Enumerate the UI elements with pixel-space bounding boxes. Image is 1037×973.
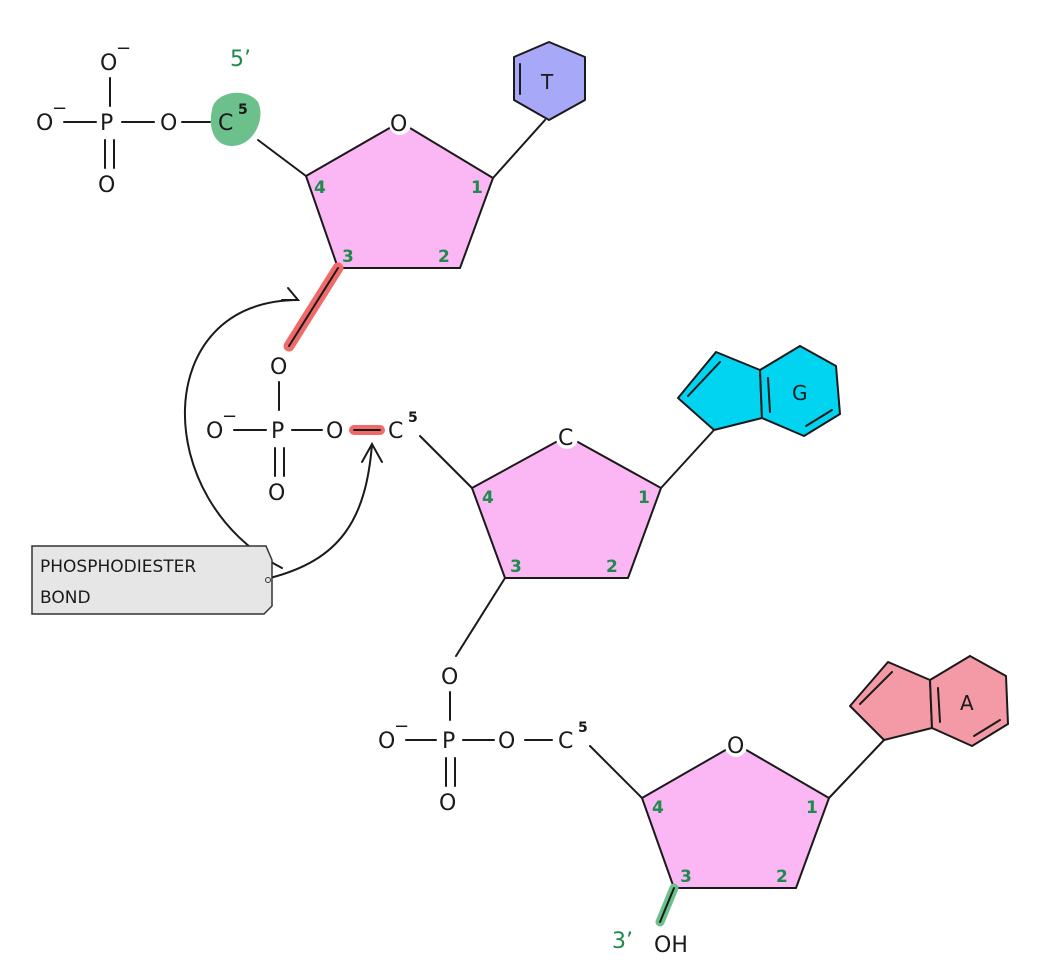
nucleotide-1-c5-c4-bond — [257, 139, 307, 177]
phosphate-3-o-left-charge: − — [394, 716, 409, 737]
sugar-ring-2 — [471, 435, 662, 579]
base-a-label: A — [960, 691, 974, 715]
phosphodiester-callout: PHOSPHODIESTER BOND — [31, 287, 383, 615]
nucleotide-1-carbon-1: 1 — [471, 178, 483, 198]
ring-2-oxygen: C — [558, 426, 573, 451]
nucleotide-2-c5-sup: 5 — [408, 410, 418, 426]
nucleotide-1-c3-o-bond — [288, 267, 339, 347]
phosphate-2-o-right: O — [326, 419, 343, 444]
nucleotide-2-carbon-4: 4 — [482, 488, 494, 508]
phosphate-2-o-left: O — [206, 419, 223, 444]
nucleotide-3-carbon-1: 1 — [806, 798, 818, 818]
phosphate-2-o-top: O — [270, 355, 287, 380]
callout-anchor-dot — [265, 577, 271, 583]
sugar-ring-3 — [641, 743, 830, 889]
nucleotide-2-c3-o-bond — [455, 577, 506, 657]
callout-arrow-to-bond-2 — [269, 443, 373, 579]
ring-oxygen-gap-3 — [725, 735, 747, 757]
nucleotide-1-carbon-4: 4 — [314, 178, 326, 198]
callout-arrowhead-1 — [281, 287, 301, 301]
phosphate-2-o-bottom: O — [268, 481, 285, 506]
sugar-ring-1 — [305, 121, 494, 269]
nucleotide-3-c5-sup: 5 — [578, 720, 588, 736]
callout-text-line2: BOND — [40, 588, 91, 608]
callout-arrow-to-bond-1 — [183, 299, 299, 569]
nucleotide-3-carbon-3: 3 — [680, 867, 692, 887]
phosphate-2-p: P — [271, 419, 284, 444]
nucleotide-1-carbon-3: 3 — [342, 247, 354, 267]
phosphate-group-1: O − O − P O O — [36, 38, 211, 198]
base-t-ring — [513, 41, 586, 121]
phosphate-group-3: O O − P O O — [378, 665, 553, 816]
nucleotide-1-glycosidic-bond — [492, 119, 546, 179]
phosphate-3-o-right: O — [498, 729, 515, 754]
ring-3-oxygen: O — [727, 734, 744, 759]
three-prime-oh: OH — [654, 933, 688, 958]
base-a-double-bond-b — [937, 687, 941, 723]
nucleotide-1-c5: C — [218, 111, 233, 136]
nucleotide-3-c5: C — [558, 729, 573, 754]
phosphate-1-o-top-charge: − — [116, 38, 131, 59]
base-a-six-ring — [929, 655, 1009, 747]
ring-1-oxygen: O — [390, 112, 407, 137]
nucleotide-1-carbon-2: 2 — [438, 247, 450, 267]
phosphate-3-o-left: O — [378, 729, 395, 754]
base-g-double-bond-c — [805, 409, 833, 427]
phosphate-1-o-bottom: O — [98, 173, 115, 198]
base-a-five-ring — [849, 661, 933, 741]
five-prime-carbon-highlight — [210, 92, 261, 146]
callout-text-line1: PHOSPHODIESTER — [40, 557, 196, 577]
callout-box — [31, 545, 273, 615]
nucleotide-3-carbon-4: 4 — [652, 798, 664, 818]
nucleotide-3: O O − P O O C 5 O 4 1 3 2 A — [378, 655, 1009, 958]
nucleotide-3-c5-c4-bond — [589, 745, 643, 799]
nucleotide-3-glycosidic-bond — [828, 739, 885, 799]
nucleotide-2: O O − P O O C 5 C 4 1 3 2 G — [206, 345, 841, 657]
nucleotide-3-c3-oh-bond — [659, 887, 675, 923]
ring-oxygen-gap-2 — [556, 427, 578, 449]
nucleotide-2-c5-c4-bond — [419, 435, 473, 489]
base-g-double-bond-b — [767, 377, 771, 413]
three-prime-label: 3’ — [612, 929, 633, 954]
base-g-five-ring — [677, 351, 763, 431]
phosphate-1-o-right: O — [160, 111, 177, 136]
nucleotide-3-carbon-2: 2 — [776, 867, 788, 887]
five-prime-label: 5’ — [230, 47, 251, 72]
base-a-double-bond-c — [973, 719, 1001, 737]
nucleotide-2-carbon-1: 1 — [638, 488, 650, 508]
ring-oxygen-gap-1 — [389, 113, 411, 135]
nucleotide-2-glycosidic-bond — [660, 429, 715, 489]
phosphate-2-o-left-charge: − — [222, 406, 237, 427]
base-g-six-ring — [759, 345, 841, 437]
base-a-double-bond-a — [859, 671, 893, 705]
nucleotide-1-c5-sup: 5 — [238, 102, 248, 118]
phosphate-3-o-bottom: O — [439, 791, 456, 816]
phosphate-1-o-top: O — [100, 51, 117, 76]
nucleotide-2-carbon-2: 2 — [606, 557, 618, 577]
callout-arrowhead-2 — [361, 441, 383, 463]
phosphate-3-o-top: O — [441, 665, 458, 690]
phosphate-group-2: O O − P O O — [206, 355, 385, 506]
phosphate-1-p: P — [100, 111, 113, 136]
base-g-label: G — [792, 381, 808, 405]
base-g-double-bond-a — [687, 361, 721, 397]
phosphate-1-o-left: O — [36, 111, 53, 136]
nucleotide-2-c5: C — [388, 419, 403, 444]
base-t-label: T — [540, 70, 554, 94]
phosphate-3-p: P — [442, 729, 455, 754]
phosphate-1-o-left-charge: − — [52, 98, 67, 119]
nucleotide-2-carbon-3: 3 — [510, 557, 522, 577]
nucleotide-1: O − O − P O O C 5 5’ O 4 1 3 2 — [36, 38, 586, 352]
